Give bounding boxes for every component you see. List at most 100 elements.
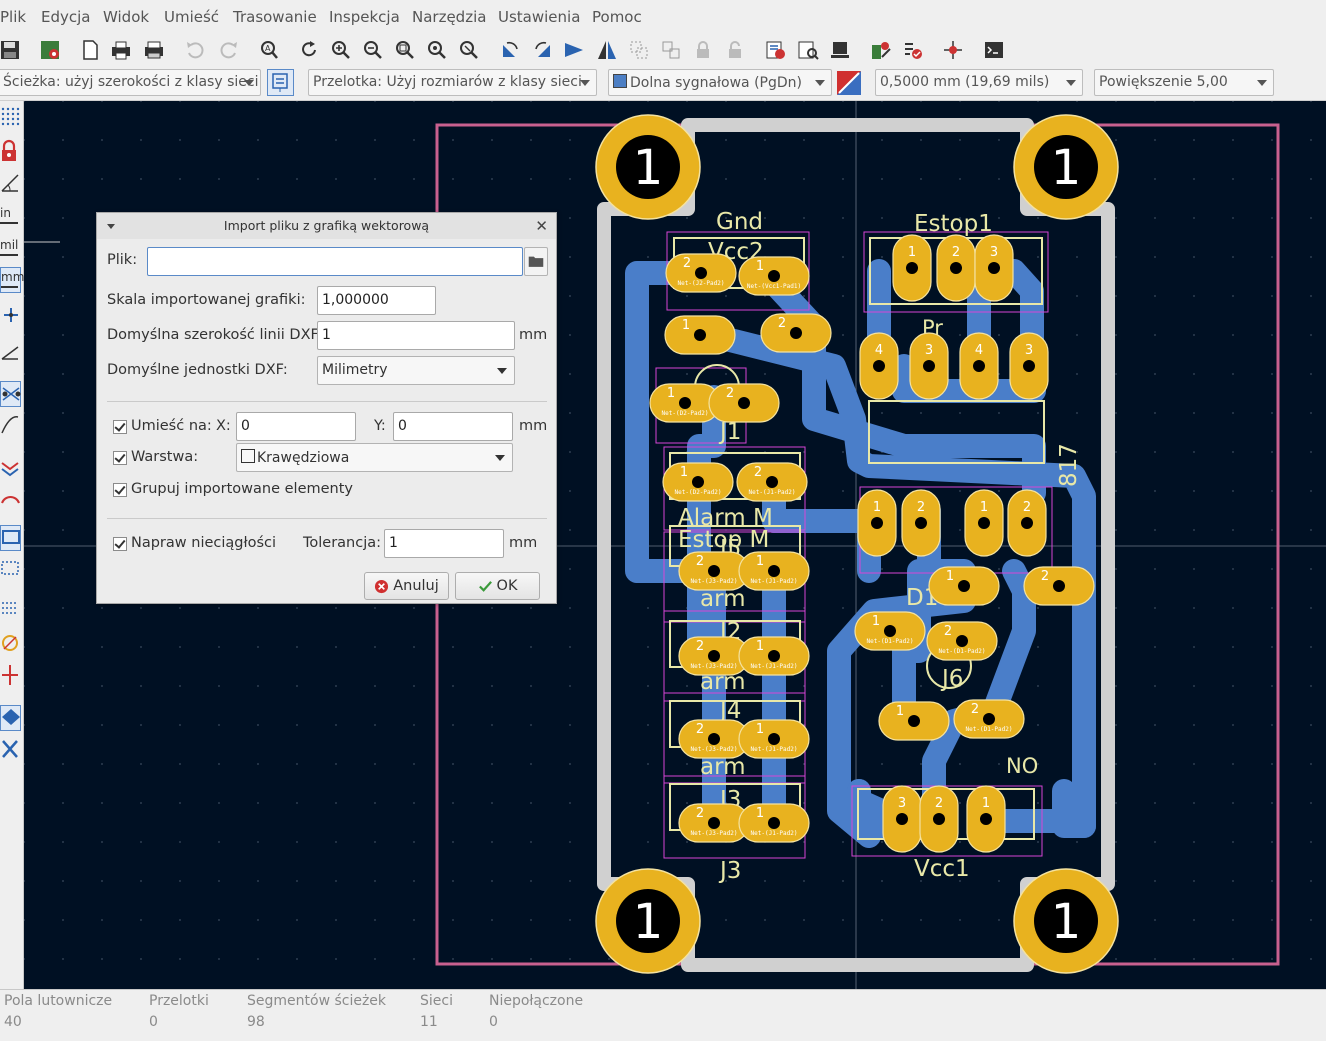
measure-icon[interactable] — [0, 339, 21, 365]
ungroup-icon[interactable] — [658, 37, 684, 63]
grid-dot — [764, 880, 766, 882]
units-mil-button[interactable]: mil — [0, 235, 21, 261]
units-inch-button[interactable]: in — [0, 203, 21, 229]
pad-number-icon[interactable] — [0, 631, 21, 657]
grid-dot — [998, 607, 1000, 609]
menu-plik[interactable]: Plik — [0, 8, 27, 26]
menu-narzedzia[interactable]: Narzędzia — [412, 8, 487, 26]
track-outline-icon[interactable] — [0, 525, 21, 551]
new-page-icon[interactable] — [77, 37, 103, 63]
menu-widok[interactable]: Widok — [103, 8, 150, 26]
grid-dot — [1232, 256, 1234, 258]
grid-toggle-icon[interactable] — [0, 105, 21, 131]
group-checkbox[interactable] — [113, 483, 127, 497]
menu-pomoc[interactable]: Pomoc — [592, 8, 642, 26]
menu-inspekcja[interactable]: Inspekcja — [329, 8, 400, 26]
fix-discontinuities-checkbox[interactable] — [113, 537, 127, 551]
plot-icon[interactable] — [141, 37, 167, 63]
high-contrast-icon[interactable] — [0, 599, 21, 625]
microwave-icon[interactable] — [0, 663, 21, 689]
group-icon[interactable] — [626, 37, 652, 63]
save-icon[interactable] — [0, 37, 23, 63]
layer-select[interactable]: Dolna sygnałowa (PgDn) — [608, 69, 832, 96]
lock-icon[interactable] — [690, 37, 716, 63]
grid-dot — [62, 295, 64, 297]
board-setup-icon[interactable] — [37, 37, 63, 63]
layer-select-dialog[interactable]: Krawędziowa — [236, 443, 513, 472]
menu-ustawienia[interactable]: Ustawienia — [498, 8, 581, 26]
grid-dot — [24, 451, 25, 453]
track-width-select[interactable]: Ścieżka: użyj szerokości z klasy sieci — [0, 69, 261, 96]
pcb-board-drawing[interactable]: Gnd Vcc2 Estop1 J1 Alarm M Estop M J5 ar… — [24, 101, 1326, 989]
console-icon[interactable] — [981, 37, 1007, 63]
grid-dot — [725, 919, 727, 921]
scripting-icon[interactable] — [868, 37, 894, 63]
ratsnest-icon[interactable] — [0, 381, 21, 407]
unlock-icon[interactable] — [722, 37, 748, 63]
scale-input[interactable]: 1,000000 — [317, 286, 436, 315]
layer-checkbox[interactable] — [113, 451, 127, 465]
mirror-h-icon[interactable] — [594, 37, 620, 63]
zoom-objects-icon[interactable] — [424, 37, 450, 63]
dialog-menu-icon[interactable] — [107, 224, 115, 229]
grid-dot — [998, 763, 1000, 765]
zoom-select[interactable]: Powiększenie 5,00 — [1094, 69, 1274, 96]
refresh-icon[interactable] — [296, 37, 322, 63]
menu-edycja[interactable]: Edycja — [41, 8, 91, 26]
auto-track-width-button[interactable] — [267, 69, 294, 96]
zoom-in-icon[interactable] — [328, 37, 354, 63]
grid-select[interactable]: 0,5000 mm (19,69 mils) — [875, 69, 1083, 96]
rotate-cw-icon[interactable] — [530, 37, 556, 63]
footprint-browser-icon[interactable] — [795, 37, 821, 63]
pad-number: 1 — [667, 386, 675, 401]
units-select[interactable]: Milimetry — [317, 356, 515, 385]
print-icon[interactable] — [108, 37, 134, 63]
dialog-titlebar[interactable]: Import pliku z grafiką wektorową ✕ — [97, 213, 556, 239]
layers-manager-icon[interactable] — [0, 705, 21, 731]
menu-trasowanie[interactable]: Trasowanie — [233, 8, 317, 26]
polar-coords-icon[interactable] — [0, 171, 21, 197]
curved-ratsnest-icon[interactable] — [0, 413, 21, 439]
find-icon[interactable]: A — [256, 37, 282, 63]
tolerance-input[interactable]: 1 — [384, 529, 504, 558]
update-pcb-icon[interactable] — [763, 37, 789, 63]
browse-folder-button[interactable] — [524, 247, 548, 276]
grid-dot — [998, 334, 1000, 336]
grid-dot — [1271, 529, 1273, 531]
ok-button[interactable]: OK — [455, 572, 540, 600]
via-outline-icon[interactable] — [0, 557, 21, 583]
footprint-editor-icon[interactable] — [827, 37, 853, 63]
file-path-input[interactable] — [147, 247, 523, 276]
layer-value: Dolna sygnałowa (PgDn) — [630, 75, 802, 91]
redo-icon[interactable] — [216, 37, 242, 63]
place-at-checkbox[interactable] — [113, 420, 127, 434]
cursor-icon[interactable] — [0, 303, 21, 329]
pad-outline-icon[interactable] — [0, 485, 21, 511]
layer-pair-icon[interactable] — [837, 71, 861, 95]
menu-umiesc[interactable]: Umieść — [164, 8, 220, 26]
close-icon[interactable]: ✕ — [535, 217, 548, 235]
zoom-selection-icon[interactable] — [456, 37, 482, 63]
net-inspector-icon[interactable] — [940, 37, 966, 63]
grid-dot — [101, 139, 103, 141]
zone-display-icon[interactable] — [0, 453, 21, 479]
x-input[interactable]: 0 — [236, 412, 356, 441]
undo-icon[interactable] — [182, 37, 208, 63]
y-input[interactable]: 0 — [393, 412, 513, 441]
via-size-select[interactable]: Przelotka: Użyj rozmiarów z klasy sieci — [308, 69, 597, 96]
zoom-out-icon[interactable] — [360, 37, 386, 63]
mirror-v-icon[interactable] — [561, 37, 587, 63]
zoom-fit-icon[interactable] — [392, 37, 418, 63]
grid-dot — [62, 529, 64, 531]
rotate-ccw-icon[interactable] — [497, 37, 523, 63]
cancel-button[interactable]: Anuluj — [364, 572, 449, 600]
pad-drill — [1021, 517, 1033, 529]
units-mm-button[interactable]: mm — [0, 267, 24, 293]
drc-icon[interactable] — [900, 37, 926, 63]
lock-drc-icon[interactable] — [0, 139, 21, 165]
footprint-editor-tools-icon[interactable] — [0, 737, 21, 763]
grid-dot — [296, 178, 298, 180]
grid-dot — [1115, 802, 1117, 804]
line-width-input[interactable]: 1 — [317, 321, 515, 350]
